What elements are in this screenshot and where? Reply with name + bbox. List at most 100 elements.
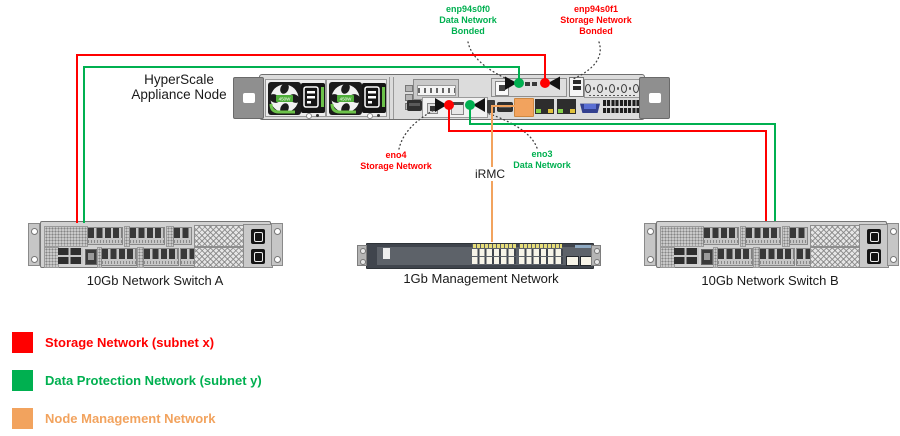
leader-enp94s0f1 bbox=[572, 41, 601, 80]
rack-ear-left bbox=[357, 245, 367, 266]
sfp-port-group bbox=[173, 227, 192, 245]
rj45-port-group bbox=[519, 249, 563, 265]
wire-eno4-storage-to-switch-b bbox=[448, 107, 767, 221]
port-label-strip bbox=[519, 244, 562, 248]
label-switch-b: 10Gb Network Switch B bbox=[701, 273, 839, 288]
port-network: Data Network bbox=[513, 160, 571, 170]
power-inlet bbox=[867, 229, 881, 244]
psu-indicator-dot bbox=[306, 113, 312, 119]
model-label-strip bbox=[575, 245, 591, 248]
slot-cover bbox=[194, 225, 244, 247]
uplink-port bbox=[566, 256, 579, 266]
switch-chassis bbox=[40, 221, 273, 268]
psu-indicator-dot bbox=[316, 114, 319, 117]
port-name: eno4 bbox=[385, 150, 407, 160]
port-marker-irmc bbox=[515, 100, 527, 112]
usb-ports bbox=[569, 77, 584, 97]
rj45-port-1 bbox=[535, 99, 554, 114]
leader-enp94s0f0 bbox=[467, 41, 506, 79]
sfp-port-group bbox=[143, 248, 179, 266]
sfp-port-group bbox=[703, 227, 739, 245]
rack-ear-left bbox=[28, 223, 40, 266]
slot-cover bbox=[810, 247, 860, 268]
legend-swatch-storage bbox=[12, 332, 33, 353]
psu-fan-icon: 450W bbox=[329, 82, 362, 115]
label-irmc: iRMC bbox=[466, 167, 514, 181]
pointer-triangle-eno3 bbox=[473, 98, 485, 112]
sfp-port-group bbox=[87, 227, 123, 245]
psu-indicator-dot bbox=[367, 113, 373, 119]
appliance-title-line1: HyperScale bbox=[144, 72, 214, 87]
psu-wattage-label: 450W bbox=[279, 97, 292, 102]
slot-cover bbox=[194, 247, 244, 268]
sfp-port-group bbox=[789, 227, 808, 245]
wire-data-bonded-to-switch-a bbox=[83, 66, 520, 223]
sfp-port-group bbox=[759, 248, 795, 266]
vga-port bbox=[580, 103, 600, 113]
io-pin-grid bbox=[603, 100, 640, 114]
legend-label-data-protection: Data Protection Network (subnet y) bbox=[45, 373, 262, 388]
server-psu-2: 450W bbox=[326, 79, 387, 119]
wire-storage-bonded-to-switch-a bbox=[76, 54, 546, 223]
rack-ear-left bbox=[644, 223, 656, 266]
label-tag bbox=[383, 248, 390, 259]
label-enp94s0f1: enp94s0f1 Storage Network Bonded bbox=[546, 4, 646, 37]
psu-fan-icon: 450W bbox=[268, 82, 301, 115]
management-port-block bbox=[674, 248, 699, 264]
rack-ear-left bbox=[233, 77, 264, 119]
port-mode: Bonded bbox=[451, 26, 485, 36]
rack-ear-right bbox=[591, 245, 601, 266]
port-network: Storage Network bbox=[360, 161, 432, 171]
sfp-port-group bbox=[180, 248, 199, 266]
power-inlet bbox=[867, 249, 881, 264]
rj45-port-2 bbox=[557, 99, 576, 114]
label-eno3: eno3 Data Network bbox=[492, 149, 592, 171]
display-port bbox=[407, 100, 422, 111]
psu-green-bracket bbox=[269, 103, 295, 114]
port-name: enp94s0f1 bbox=[573, 4, 619, 14]
switch-b-graphic bbox=[644, 221, 899, 268]
psu-green-bracket bbox=[330, 103, 356, 114]
switch-a-graphic bbox=[28, 221, 283, 268]
switch-chassis bbox=[656, 221, 889, 268]
management-switch-graphic bbox=[357, 243, 601, 269]
legend-label-storage: Storage Network (subnet x) bbox=[45, 335, 215, 350]
label-enp94s0f0: enp94s0f0 Data Network Bonded bbox=[418, 4, 518, 37]
server-psu-1: 450W bbox=[265, 79, 326, 119]
sfp-port-group bbox=[129, 227, 165, 245]
rack-ear-right bbox=[639, 77, 670, 119]
psu-power-inlet-icon bbox=[301, 83, 325, 113]
port-name: eno3 bbox=[531, 149, 553, 159]
pointer-triangle-eno4 bbox=[435, 98, 447, 112]
leader-eno4 bbox=[398, 108, 437, 150]
port-label-strip bbox=[472, 244, 516, 248]
chassis-divider bbox=[389, 77, 394, 119]
console-port bbox=[85, 249, 97, 265]
management-port-block bbox=[58, 248, 83, 264]
sfp-port-group bbox=[745, 227, 781, 245]
sfp-port-group bbox=[717, 248, 753, 266]
psu-wattage-label: 450W bbox=[340, 97, 353, 102]
leader-eno3 bbox=[486, 112, 538, 149]
nic-detail bbox=[525, 82, 530, 86]
port-marker-eno3 bbox=[465, 100, 475, 110]
port-network: Storage Network bbox=[560, 15, 632, 25]
port-marker-eno4 bbox=[444, 100, 454, 110]
serial-port-panel bbox=[584, 79, 640, 98]
sfp-port-group bbox=[101, 248, 137, 266]
appliance-title-line2: Appliance Node bbox=[131, 87, 227, 102]
rack-ear-right bbox=[271, 223, 283, 266]
switch-chassis bbox=[366, 243, 594, 269]
power-inlet bbox=[251, 229, 265, 244]
rack-ear-right bbox=[887, 223, 899, 266]
wire-eno3-data-to-switch-b bbox=[469, 107, 776, 221]
legend-label-node-management: Node Management Network bbox=[45, 411, 216, 426]
port-network: Data Network bbox=[439, 15, 497, 25]
pointer-triangle-enp94s0f0 bbox=[505, 76, 517, 90]
rj45-port-group bbox=[472, 249, 516, 265]
wire-irmc-to-management-switch bbox=[491, 105, 520, 242]
legend-swatch-node-management bbox=[12, 408, 33, 429]
port-name: enp94s0f0 bbox=[445, 4, 491, 14]
